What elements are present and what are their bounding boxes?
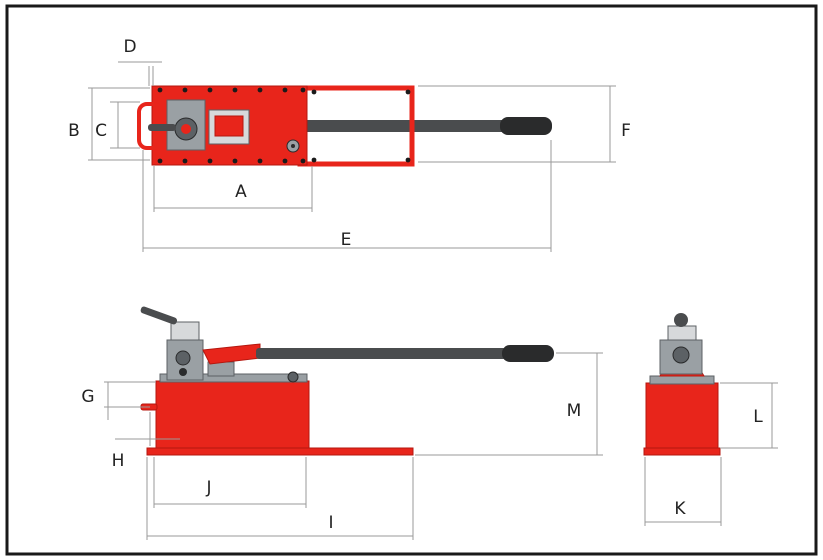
label-b: B — [68, 121, 80, 141]
label-c: C — [95, 121, 107, 141]
side-base-plate — [146, 447, 414, 456]
label-g: G — [81, 387, 94, 407]
side-lever-linkage — [202, 343, 261, 365]
front-dimensions — [644, 382, 778, 526]
side-release-lever — [140, 306, 178, 325]
label-e: E — [341, 230, 352, 250]
label-m: M — [567, 401, 582, 421]
label-l: L — [753, 407, 763, 427]
label-i: I — [328, 513, 333, 533]
front-view — [643, 313, 721, 456]
diagram-border — [5, 4, 818, 556]
top-handle-grip — [500, 117, 552, 135]
front-release-knob — [674, 313, 688, 327]
side-handle-bar — [256, 348, 506, 359]
top-view — [137, 85, 552, 167]
label-d: D — [123, 37, 136, 57]
label-k: K — [674, 499, 686, 519]
side-handle-grip — [502, 345, 554, 362]
top-bolts — [157, 87, 411, 164]
side-view — [140, 306, 554, 456]
front-valve-top — [667, 325, 697, 341]
label-f: F — [621, 121, 631, 141]
front-reservoir — [645, 382, 719, 449]
front-lid — [649, 375, 715, 385]
top-lever — [148, 124, 176, 131]
label-a: A — [235, 182, 247, 202]
side-valve-top — [170, 321, 200, 341]
label-j: J — [205, 478, 211, 498]
top-dimensions — [88, 61, 616, 252]
side-dimensions — [104, 352, 603, 540]
front-base-plate — [643, 447, 721, 456]
label-h: H — [112, 451, 125, 471]
side-reservoir — [155, 380, 310, 449]
